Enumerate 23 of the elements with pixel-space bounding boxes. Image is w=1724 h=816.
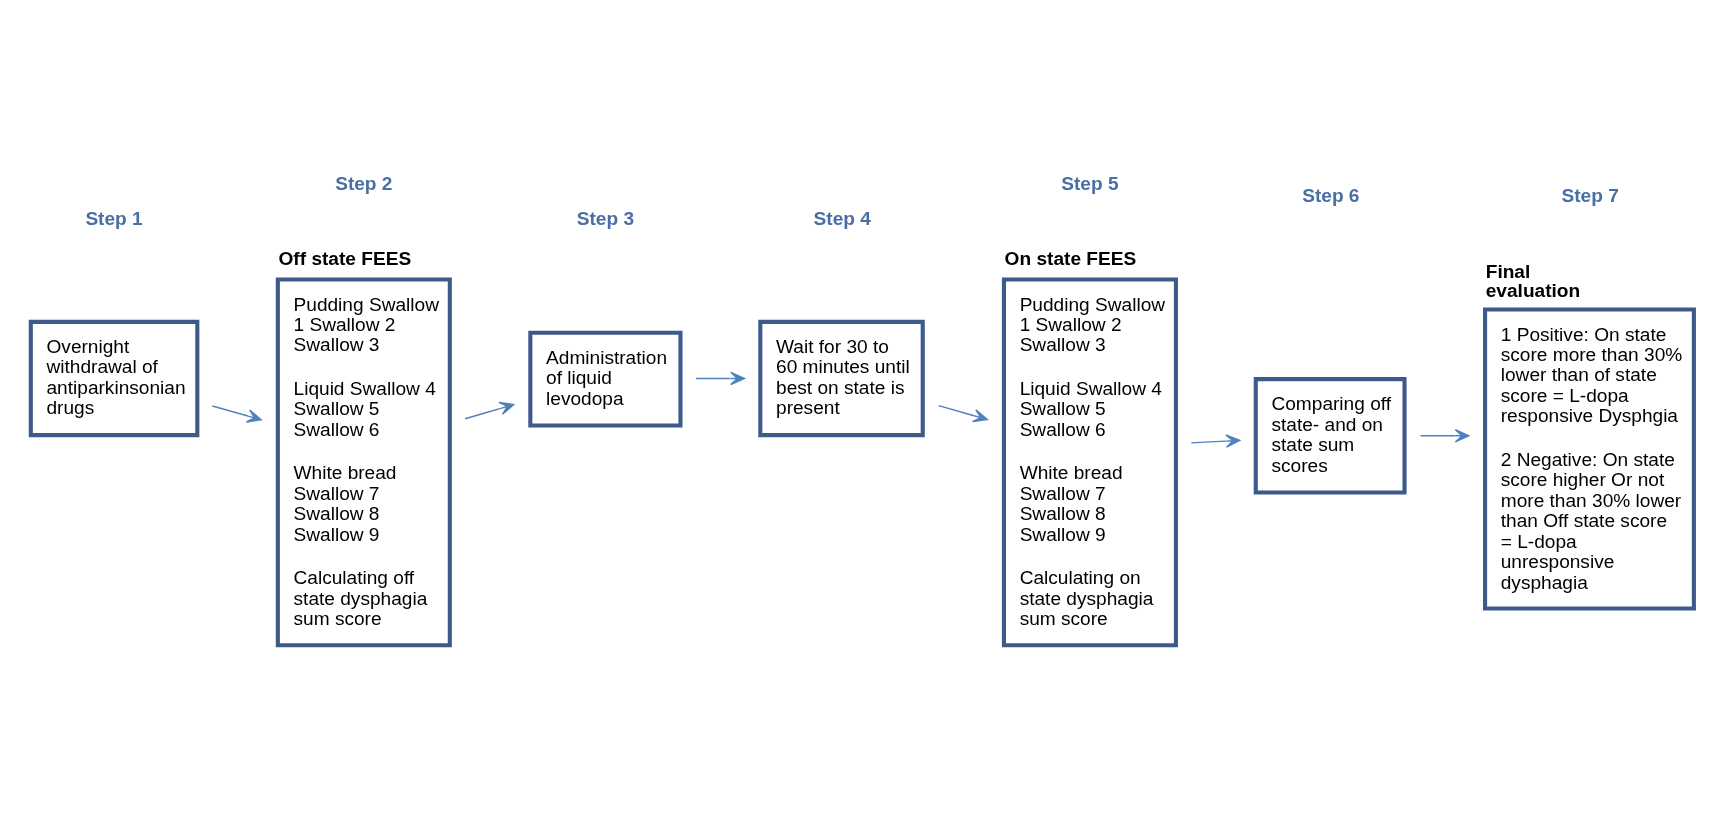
label: Step 4 [813,207,871,229]
label: Step 7 [1561,184,1619,206]
node-box: Administration of liquid levodopa [528,330,683,428]
arrow [1419,428,1470,443]
node-label: On state FEES [1004,247,1137,269]
node-box: Overnight withdrawal of antiparkinsonian drugs [28,319,200,437]
node-box: Wait for 30 to 60 minutes until best on state is present [758,319,925,437]
arrow [464,401,515,419]
node-box: Pudding Swallow 1 Swallow 2 Swallow 3 Liquid Swallow 4 Swallow 5 Swallow 6 White bread Swallow 7 Swallow 8 Swallow 9 Calculating off state dysphagia sum score [275,276,452,647]
node-box: 1 Positive: On state score more than 30% lower than of state score = L-dopa responsive Dysphgia 2 Negative: On state score higher Or not more than 30% lower than Off state score = L-dopa unresponsive dysphagia [1483,307,1696,610]
arrow [938,404,988,422]
label: Step 1 [85,207,143,229]
node-label: Off state FEES [278,247,412,269]
node-label: Final evaluation [1485,260,1581,301]
arrow [211,404,262,423]
label: Step 2 [335,172,393,194]
arrow [1190,433,1241,448]
label: Step 6 [1302,184,1360,206]
arrow [695,371,746,385]
label: Step 3 [576,207,635,229]
label: Step 5 [1061,172,1119,194]
node-box: Comparing off state- and on state sum scores [1253,376,1407,494]
node-box: Pudding Swallow 1 Swallow 2 Swallow 3 Liquid Swallow 4 Swallow 5 Swallow 6 White bread Swallow 7 Swallow 8 Swallow 9 Calculating on state dysphagia sum score [1001,276,1178,647]
